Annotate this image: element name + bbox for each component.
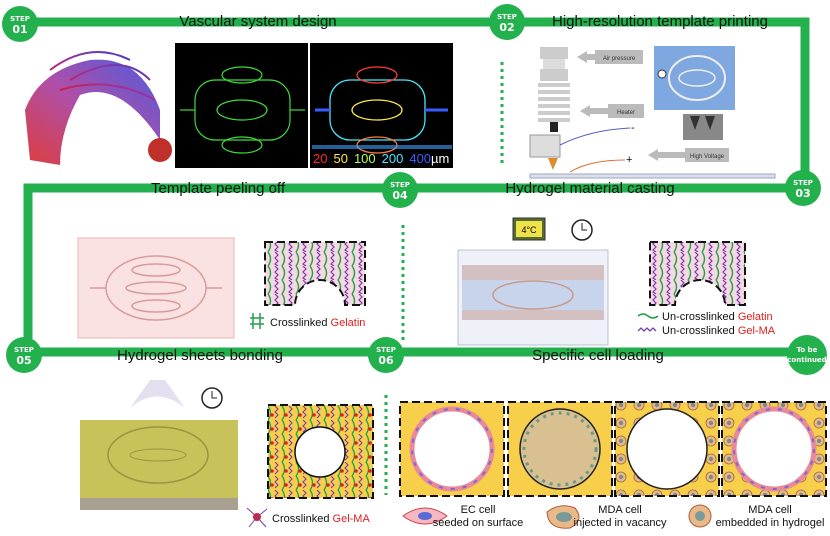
title-step-02: High-resolution template printing [552,13,768,30]
svg-text:STEP: STEP [376,346,396,354]
svg-text:04: 04 [392,189,408,202]
thermometer-display: 4°C [512,217,546,241]
svg-text:4°C: 4°C [521,225,537,235]
peeled-template [77,237,235,339]
uncrosslinked-block [649,241,746,306]
svg-text:injected in vacancy: injected in vacancy [574,517,667,529]
svg-text:EC cell: EC cell [461,504,496,516]
svg-text:seeded on surface: seeded on surface [433,517,524,529]
dotted-dividers [384,62,504,495]
cell-panel-combined [721,401,827,497]
title-step-03: Hydrogel material casting [505,180,674,197]
svg-text:03: 03 [795,187,810,200]
air-pressure-label: Air pressure [577,50,643,64]
title-step-01: Vascular system design [179,13,336,30]
svg-text:06: 06 [378,354,394,367]
svg-text:MDA cell: MDA cell [598,504,641,516]
cell-panel-mda-injected [507,401,613,497]
legend-crosslinked-gelma: Crosslinked Gel-MA [246,507,370,528]
legend-mda-injected: MDA cell injected in vacancy [546,504,667,529]
legend-uncrosslinked: Un-crosslinked Gelatin Un-crosslinked Ge… [637,311,776,337]
printed-template-photo [654,46,735,110]
vessel-illustration [25,51,172,166]
legend-crosslinked-gelatin: Crosslinked Gelatin [250,313,365,329]
legend-mda-embedded: MDA cell embedded in hydrogel [688,504,825,529]
svg-text:High Voltage: High Voltage [690,154,725,160]
svg-text:MDA cell: MDA cell [748,504,791,516]
svg-text:02: 02 [499,21,514,34]
printer-illustration: -+ [529,47,776,179]
crosslinked-gelma-block [267,404,374,499]
nozzle-micrograph [683,114,723,140]
svg-text:Crosslinked Gelatin: Crosslinked Gelatin [270,317,365,329]
svg-text:Air pressure: Air pressure [603,56,636,62]
high-voltage-label: High Voltage [648,148,729,162]
svg-text:embedded in hydrogel: embedded in hydrogel [716,517,825,529]
clock-icon [571,219,593,241]
svg-text:01: 01 [12,23,27,36]
title-step-06: Specific cell loading [532,347,664,364]
svg-text:Crosslinked Gel-MA: Crosslinked Gel-MA [272,513,370,525]
svg-text:Un-crosslinked Gelatin: Un-crosslinked Gelatin [662,311,773,323]
svg-text:-: - [631,122,635,134]
clock-icon-2 [201,387,223,409]
heater-label: Heater [580,104,644,118]
svg-text:05: 05 [16,354,31,367]
title-step-05: Hydrogel sheets bonding [117,347,283,364]
svg-text:STEP: STEP [793,179,813,187]
light-cone [130,380,185,408]
template-design-green [175,43,308,168]
crosslinked-gelatin-block [264,241,366,306]
svg-text:continued: continued [787,356,826,364]
svg-text:STEP: STEP [14,346,34,354]
svg-text:Heater: Heater [617,110,635,116]
svg-text:STEP: STEP [390,181,410,189]
cell-panel-mda-embedded [614,401,720,497]
casting-container [457,249,609,346]
bonded-sheets [80,420,238,510]
title-step-04: Template peeling off [151,180,286,197]
svg-text:To be: To be [797,346,818,354]
legend-ec-cell: EC cell seeded on surface [402,504,524,529]
svg-text:+: + [626,154,632,166]
svg-text:STEP: STEP [497,13,517,21]
svg-text:STEP: STEP [10,15,30,23]
cell-panel-ec-seeded [399,401,505,497]
to-be-continued-badge: To be continued [787,335,827,375]
svg-text:Un-crosslinked Gel-MA: Un-crosslinked Gel-MA [662,325,776,337]
